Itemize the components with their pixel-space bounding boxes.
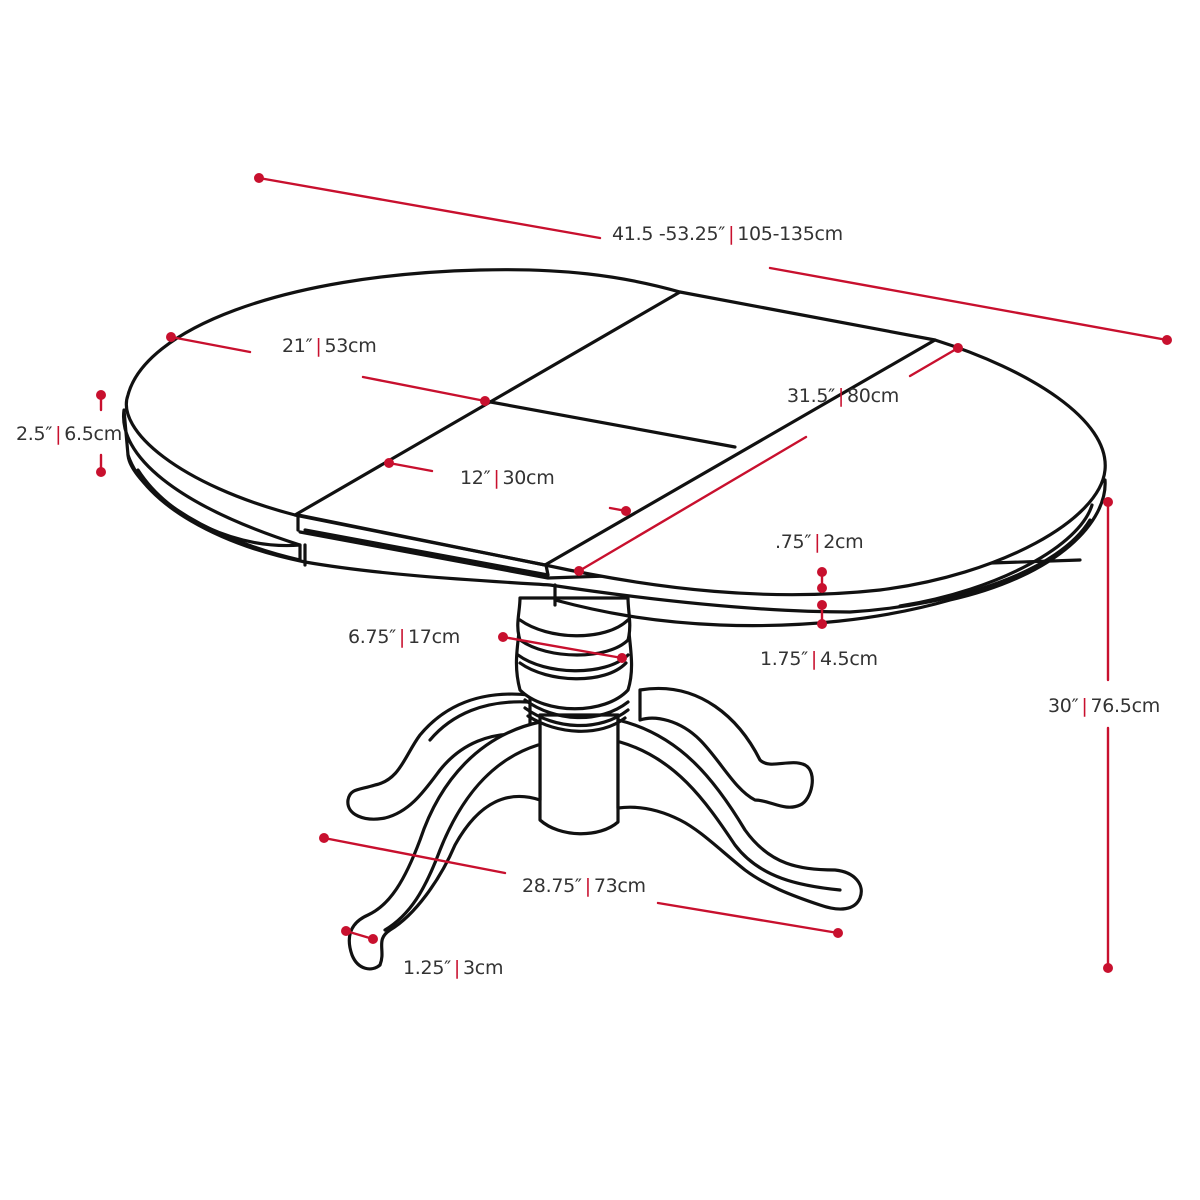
label-apron: 1.75″|4.5cm	[760, 648, 878, 670]
dim-height	[1103, 497, 1113, 973]
label-top-thickness: 2.5″|6.5cm	[16, 423, 122, 445]
label-width: 31.5″|80cm	[787, 385, 899, 407]
label-overall-length: 41.5 -53.25″|105-135cm	[612, 223, 843, 245]
dim-leaf-half-depth	[166, 332, 490, 406]
label-base-span: 28.75″|73cm	[522, 875, 646, 897]
dim-base-span	[319, 833, 843, 938]
dim-top-thickness	[96, 390, 106, 477]
dim-width	[574, 343, 963, 576]
label-foot-width: 1.25″|3cm	[403, 957, 504, 979]
dim-extension-leaf	[384, 458, 631, 516]
dim-overall-length	[254, 173, 1172, 345]
table-top	[122, 268, 1107, 628]
label-top-board: .75″|2cm	[775, 531, 864, 553]
label-height: 30″|76.5cm	[1048, 695, 1160, 717]
dim-top-board	[817, 567, 827, 593]
label-pedestal-diameter: 6.75″|17cm	[348, 626, 460, 648]
dim-apron	[817, 600, 827, 629]
dim-pedestal	[498, 632, 627, 663]
pedestal-base	[346, 596, 863, 971]
dimension-lines	[96, 173, 1172, 973]
label-extension-leaf: 12″|30cm	[460, 467, 555, 489]
dim-foot	[341, 926, 378, 944]
label-leaf-half-depth: 21″|53cm	[282, 335, 377, 357]
